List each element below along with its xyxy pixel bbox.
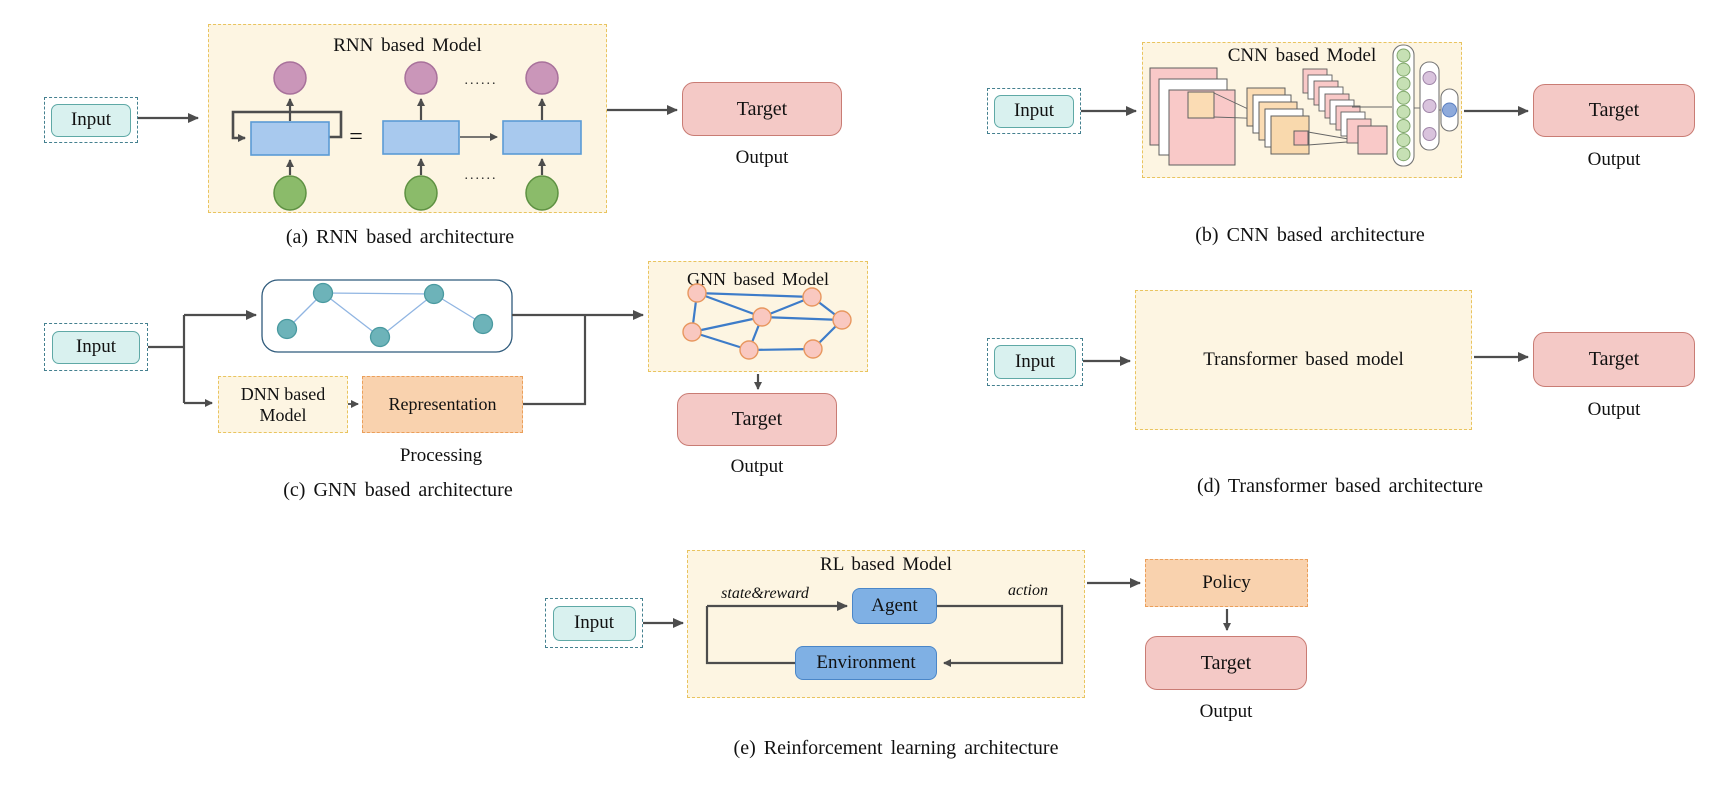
ellipsis-bottom: ......: [464, 168, 498, 183]
dnn-model-box: DNN based Model: [218, 376, 348, 433]
target-box-a: Target: [682, 82, 842, 136]
rnn-model-title: RNN based Model: [333, 35, 482, 56]
branch-line-input-c: [148, 315, 186, 403]
graph-edge-teal: [322, 292, 435, 295]
caption-e: (e) Reinforcement learning architecture: [733, 736, 1059, 759]
input-box-e: Input: [545, 598, 643, 648]
input-label-a: Input: [70, 109, 112, 130]
equals-sign: =: [349, 123, 363, 150]
input-box-b-inner: Input: [994, 94, 1074, 128]
input-label-d: Input: [1014, 351, 1056, 372]
output-label-e: Output: [1199, 701, 1253, 722]
graph-edge-teal: [379, 293, 435, 338]
policy-box: Policy: [1145, 559, 1308, 607]
graph-edge-teal: [286, 292, 324, 330]
graph-node-teal: [276, 318, 298, 340]
policy-label: Policy: [1202, 572, 1251, 593]
rl-model-title: RL based Model: [820, 554, 952, 575]
gnn-model-title: GNN based Model: [687, 268, 829, 289]
target-box-c: Target: [677, 393, 837, 446]
agent-box: Agent: [852, 588, 937, 624]
input-box-c: Input: [44, 323, 148, 371]
graph-node-teal: [423, 283, 445, 305]
ellipsis-top: ......: [464, 73, 498, 88]
target-label-d: Target: [1588, 348, 1640, 370]
output-label-a: Output: [735, 147, 789, 168]
target-box-d: Target: [1533, 332, 1695, 387]
representation-label: Representation: [388, 394, 497, 414]
graph-node-teal: [369, 326, 391, 348]
state-reward-label: state&reward: [721, 585, 809, 602]
target-label-e: Target: [1200, 651, 1252, 674]
input-label-e: Input: [573, 612, 615, 633]
input-box-c-inner: Input: [52, 330, 140, 364]
caption-b: (b) CNN based architecture: [1195, 223, 1425, 246]
dnn-model-label: DNN based Model: [240, 383, 326, 425]
representation-box: Representation: [362, 376, 523, 433]
processing-label: Processing: [399, 445, 483, 466]
environment-box: Environment: [795, 646, 937, 680]
target-label-b: Target: [1588, 99, 1640, 121]
graph-node-teal: [312, 282, 334, 304]
graph-edge-teal: [322, 292, 381, 338]
graph-input-box: [261, 279, 513, 353]
input-label-b: Input: [1013, 100, 1055, 121]
input-box-a-inner: Input: [51, 103, 131, 137]
input-box-d: Input: [987, 338, 1083, 386]
input-label-c: Input: [75, 336, 117, 357]
graph-node-teal: [472, 313, 494, 335]
caption-d: (d) Transformer based architecture: [1196, 474, 1484, 497]
input-box-e-inner: Input: [552, 605, 636, 641]
merge-line-representation: [523, 316, 587, 406]
cnn-model-title: CNN based Model: [1227, 45, 1377, 66]
output-label-c: Output: [730, 456, 784, 477]
caption-a: (a) RNN based architecture: [285, 225, 515, 248]
agent-label: Agent: [871, 595, 918, 616]
target-box-b: Target: [1533, 84, 1695, 137]
output-label-b: Output: [1587, 149, 1641, 170]
transformer-model-label: Transformer based model: [1203, 349, 1404, 370]
target-box-e: Target: [1145, 636, 1307, 690]
transformer-model-box: Transformer based model: [1135, 290, 1472, 430]
caption-c: (c) GNN based architecture: [283, 478, 513, 501]
input-box-b: Input: [987, 88, 1081, 134]
output-label-d: Output: [1587, 399, 1641, 420]
input-box-d-inner: Input: [994, 345, 1076, 379]
graph-edge-teal: [433, 293, 484, 325]
action-label: action: [1008, 582, 1048, 599]
target-label-a: Target: [736, 97, 788, 120]
input-box-a: Input: [44, 97, 138, 143]
environment-label: Environment: [816, 652, 916, 673]
target-label-c: Target: [731, 408, 783, 430]
